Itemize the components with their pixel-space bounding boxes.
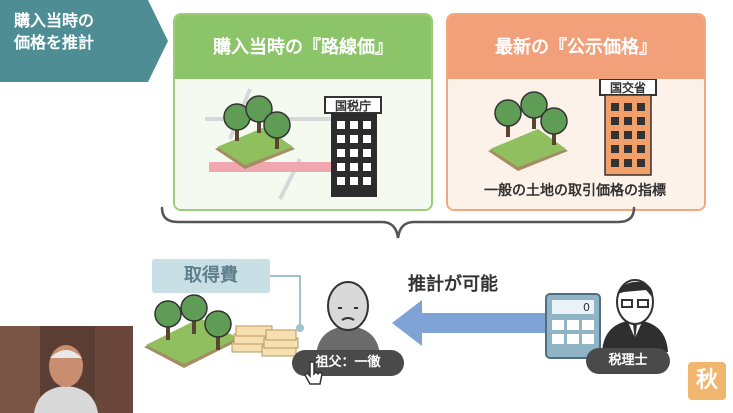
calculator-display: 0 (583, 301, 590, 314)
route-price-panel-header: 購入当時の『路線価』 (175, 15, 431, 79)
acquisition-cost-text: 取得費 (184, 265, 238, 286)
tree-icon (540, 107, 568, 145)
tree-icon (263, 111, 291, 149)
tree-icon (494, 99, 522, 137)
leader-line (270, 275, 304, 332)
webcam-overlay (0, 326, 133, 413)
grandfather-avatar (316, 281, 380, 356)
land-and-agency-illustration: 国税庁 (205, 88, 382, 200)
tax-accountant-avatar (602, 279, 668, 352)
tree-icon (245, 95, 273, 133)
route-price-illustration: 国税庁 (175, 79, 431, 209)
national-tax-agency-building-icon: 国税庁 (324, 96, 382, 197)
tree-icon (520, 91, 548, 129)
route-price-panel: 購入当時の『路線価』 (173, 13, 433, 211)
calculator-icon: 0 (545, 293, 601, 359)
autumn-badge: 秋 (688, 362, 726, 400)
public-price-caption: 一般の土地の取引価格の指標 (484, 183, 666, 199)
section-tag-text: 購入当時の 価格を推計 (14, 11, 95, 52)
public-price-panel: 最新の『公示価格』 (446, 13, 706, 211)
money-stack-icon (231, 325, 299, 357)
public-price-illustration: 国交省 (448, 78, 704, 209)
presenter-video (0, 326, 133, 413)
public-price-panel-header: 最新の『公示価格』 (448, 15, 704, 79)
estimate-possible-text: 推計が可能 (408, 274, 498, 295)
tree-icon (204, 310, 232, 350)
road-strip (209, 162, 339, 172)
route-price-title: 購入当時の『路線価』 (213, 37, 393, 58)
left-arrow-icon (392, 300, 550, 346)
tax-accountant-label: 税理士 (586, 348, 670, 374)
section-tag (0, 0, 168, 82)
building-sign-nta: 国税庁 (335, 98, 371, 113)
inherited-land-illustration (144, 294, 299, 368)
building-sign-mlit: 国交省 (610, 80, 646, 95)
curly-brace (160, 206, 636, 239)
mlit-building-icon: 国交省 (599, 78, 657, 176)
tree-icon (180, 294, 208, 334)
tree-icon (154, 300, 182, 340)
public-price-title: 最新の『公示価格』 (495, 37, 657, 58)
pointer-cursor-icon (304, 361, 323, 385)
acquisition-cost-label: 取得費 (152, 259, 270, 293)
land-and-ministry-illustration: 国交省 (488, 78, 657, 176)
